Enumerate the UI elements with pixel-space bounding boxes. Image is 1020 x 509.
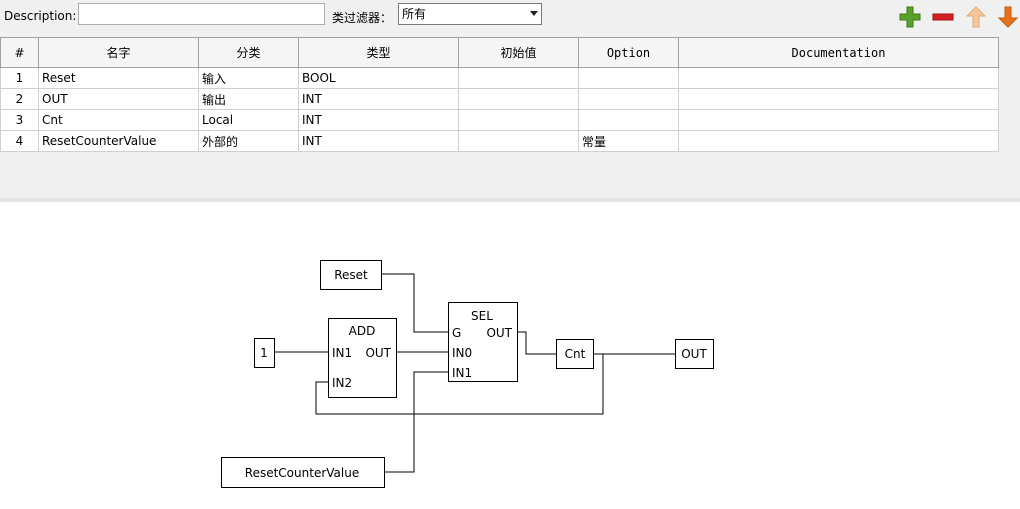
column-header-class[interactable]: 分类 xyxy=(198,37,299,68)
move-down-button[interactable] xyxy=(996,6,1020,28)
chevron-down-icon xyxy=(530,11,538,16)
wire-resetcounter-to-in1 xyxy=(385,371,448,473)
type-cell[interactable]: INT xyxy=(298,88,459,110)
table-row[interactable]: 1 Reset 输入 BOOL xyxy=(0,67,999,89)
type-cell[interactable]: BOOL xyxy=(298,67,459,89)
add-block-in1: IN1 xyxy=(332,346,352,360)
table-row[interactable]: 2 OUT 输出 INT xyxy=(0,88,999,110)
sel-block-g: G xyxy=(452,326,461,340)
add-block-out: OUT xyxy=(365,346,391,360)
row-number-cell: 3 xyxy=(0,109,39,131)
wire-sel-to-cnt xyxy=(518,331,556,355)
variable-reset[interactable]: Reset xyxy=(320,260,382,290)
type-cell[interactable]: INT xyxy=(298,130,459,152)
name-cell[interactable]: Reset xyxy=(38,67,199,89)
column-header-initial-value[interactable]: 初始值 xyxy=(458,37,579,68)
sel-block-in1: IN1 xyxy=(452,366,472,380)
type-cell[interactable]: INT xyxy=(298,109,459,131)
class-filter-label: 类过滤器： xyxy=(332,11,393,25)
remove-variable-button[interactable] xyxy=(931,6,955,28)
class-filter-value: 所有 xyxy=(402,7,427,21)
move-up-button[interactable] xyxy=(964,6,988,28)
class-cell[interactable]: 输入 xyxy=(198,67,299,89)
sel-block-out: OUT xyxy=(486,326,512,340)
column-header-option[interactable]: Option xyxy=(578,37,679,68)
variable-out[interactable]: OUT xyxy=(675,339,714,369)
initial-value-cell[interactable] xyxy=(458,130,579,152)
column-header-documentation[interactable]: Documentation xyxy=(678,37,999,68)
fbd-diagram-canvas[interactable]: Reset 1 ADD IN1 OUT IN2 SEL G OUT IN0 IN… xyxy=(0,202,1020,506)
initial-value-cell[interactable] xyxy=(458,67,579,89)
variable-cnt[interactable]: Cnt xyxy=(556,339,594,369)
constant-one-label: 1 xyxy=(260,346,268,360)
documentation-cell[interactable] xyxy=(678,109,999,131)
option-cell[interactable] xyxy=(578,109,679,131)
add-block-in2: IN2 xyxy=(332,376,352,390)
plus-icon xyxy=(899,6,921,28)
row-number-cell: 2 xyxy=(0,88,39,110)
table-row[interactable]: 4 ResetCounterValue 外部的 INT 常量 xyxy=(0,130,999,152)
class-cell[interactable]: 外部的 xyxy=(198,130,299,152)
constant-one[interactable]: 1 xyxy=(254,338,275,368)
wire-reset-to-g xyxy=(382,273,448,333)
option-cell[interactable] xyxy=(578,88,679,110)
initial-value-cell[interactable] xyxy=(458,109,579,131)
name-cell[interactable]: OUT xyxy=(38,88,199,110)
variable-cnt-label: Cnt xyxy=(565,347,586,361)
sel-block-in0: IN0 xyxy=(452,346,472,360)
class-cell[interactable]: 输出 xyxy=(198,88,299,110)
splitter-bar[interactable] xyxy=(0,198,1020,202)
add-block-title: ADD xyxy=(349,324,376,338)
minus-icon xyxy=(932,13,954,21)
add-variable-button[interactable] xyxy=(898,6,922,28)
initial-value-cell[interactable] xyxy=(458,88,579,110)
option-cell[interactable] xyxy=(578,67,679,89)
add-block[interactable]: ADD IN1 OUT IN2 xyxy=(328,318,397,398)
documentation-cell[interactable] xyxy=(678,130,999,152)
variable-reset-counter-value-label: ResetCounterValue xyxy=(245,466,359,480)
table-row[interactable]: 3 Cnt Local INT xyxy=(0,109,999,131)
sel-block-title: SEL xyxy=(471,309,493,323)
fbd-diagram: Reset 1 ADD IN1 OUT IN2 SEL G OUT IN0 IN… xyxy=(221,260,714,488)
table-header-row: # 名字 分类 类型 初始值 Option Documentation xyxy=(0,37,999,68)
sel-block[interactable]: SEL G OUT IN0 IN1 xyxy=(448,302,518,382)
variable-out-label: OUT xyxy=(681,347,707,361)
class-cell[interactable]: Local xyxy=(198,109,299,131)
description-label: Description: xyxy=(4,9,77,23)
name-cell[interactable]: ResetCounterValue xyxy=(38,130,199,152)
arrow-up-icon xyxy=(965,6,987,28)
arrow-down-icon xyxy=(997,6,1019,28)
description-input[interactable] xyxy=(78,3,325,25)
row-number-cell: 1 xyxy=(0,67,39,89)
wire-cnt-feedback xyxy=(315,354,604,415)
variables-table: # 名字 分类 类型 初始值 Option Documentation 1 Re… xyxy=(0,37,999,152)
documentation-cell[interactable] xyxy=(678,88,999,110)
class-filter-select[interactable]: 所有 xyxy=(398,3,542,25)
column-header-name[interactable]: 名字 xyxy=(38,37,199,68)
variable-reset-label: Reset xyxy=(334,268,368,282)
row-number-cell: 4 xyxy=(0,130,39,152)
column-header-number[interactable]: # xyxy=(0,37,39,68)
variable-reset-counter-value[interactable]: ResetCounterValue xyxy=(221,457,385,488)
name-cell[interactable]: Cnt xyxy=(38,109,199,131)
option-cell[interactable]: 常量 xyxy=(578,130,679,152)
documentation-cell[interactable] xyxy=(678,67,999,89)
column-header-type[interactable]: 类型 xyxy=(298,37,459,68)
variables-toolbar: Description: 类过滤器： 所有 xyxy=(0,0,1020,36)
connection-wires xyxy=(275,273,675,473)
